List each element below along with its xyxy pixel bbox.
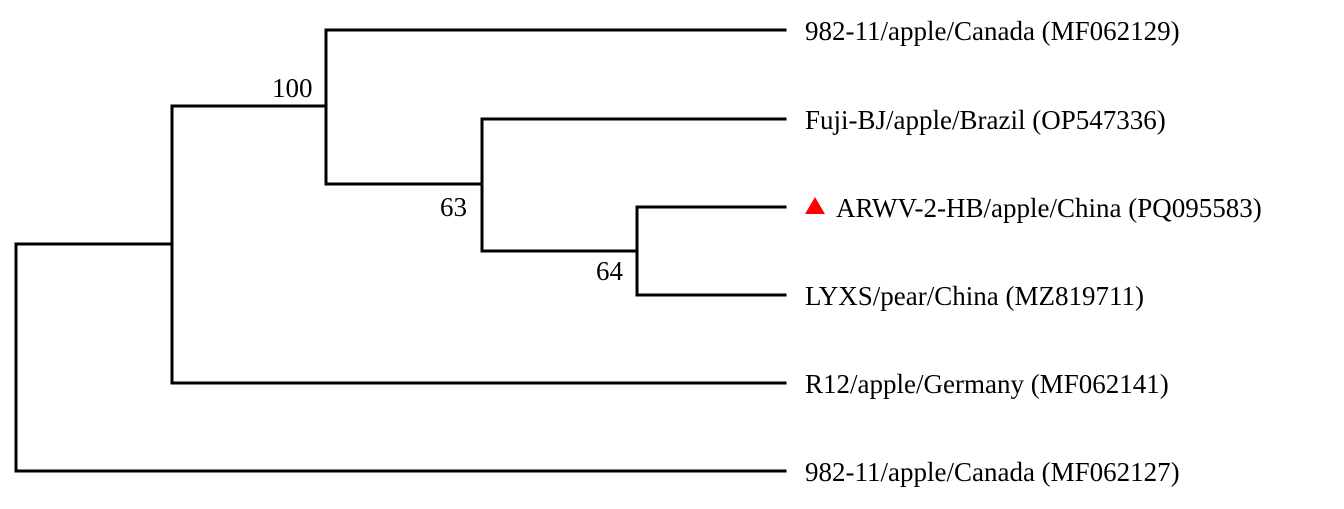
red-triangle-icon: [805, 197, 825, 214]
taxon-label-canada-129: 982-11/apple/Canada (MF062129): [805, 16, 1180, 46]
bootstrap-label-100: 100: [272, 73, 313, 103]
taxon-label-germany: R12/apple/Germany (MF062141): [805, 369, 1169, 399]
taxon-label-fuji: Fuji-BJ/apple/Brazil (OP547336): [805, 105, 1166, 135]
taxon-label-canada-127: 982-11/apple/Canada (MF062127): [805, 457, 1180, 487]
taxon-label-arwv: ARWV-2-HB/apple/China (PQ095583): [836, 193, 1262, 223]
bootstrap-label-63: 63: [440, 192, 467, 222]
taxon-label-lyxs: LYXS/pear/China (MZ819711): [805, 281, 1144, 311]
bootstrap-label-64: 64: [596, 256, 624, 286]
